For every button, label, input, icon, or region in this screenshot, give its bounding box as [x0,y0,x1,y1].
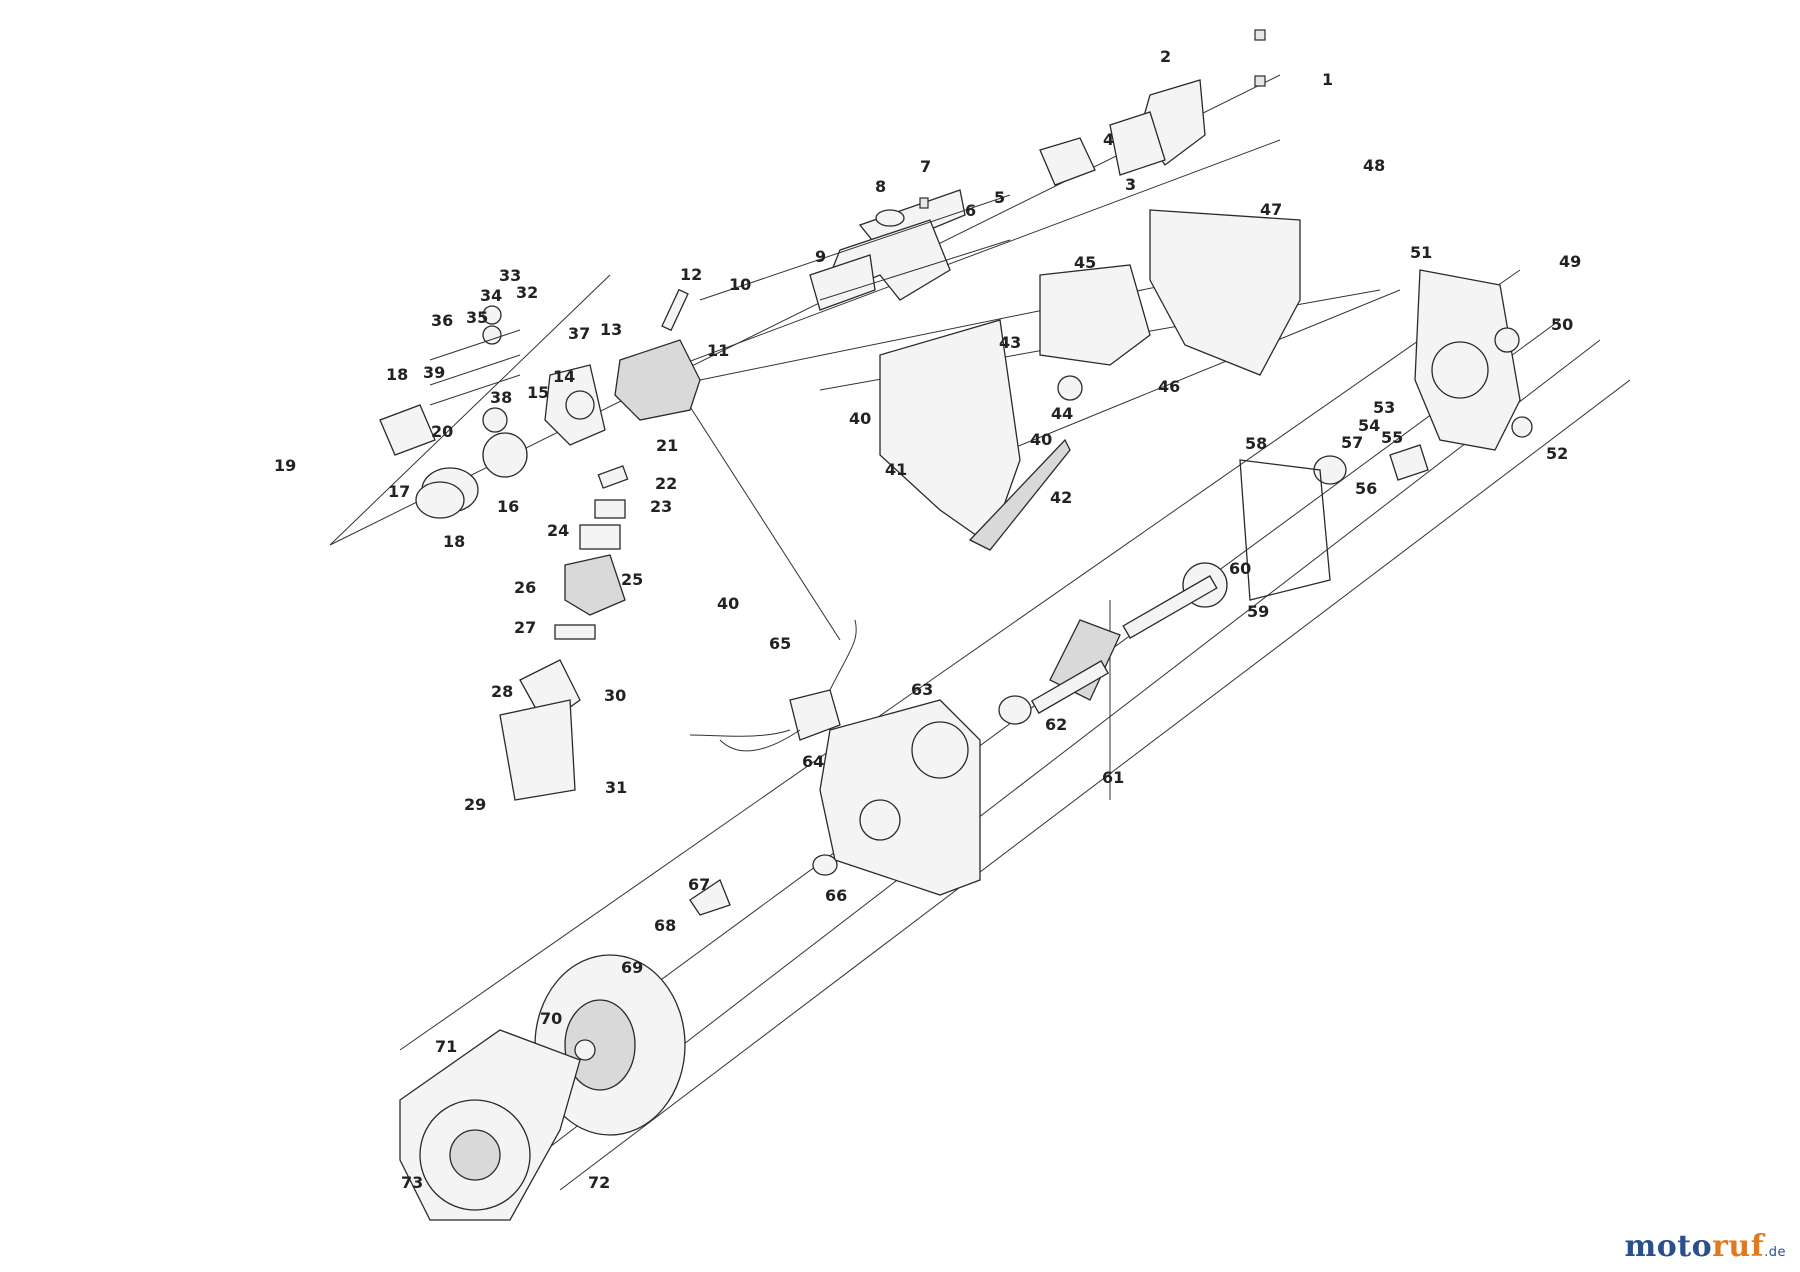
callout-40-b: 40 [1030,430,1052,449]
callout-31: 31 [605,778,627,797]
callout-61: 61 [1102,768,1124,787]
callout-40: 40 [849,409,871,428]
callout-40-c: 40 [717,594,739,613]
callout-29: 29 [464,795,486,814]
callout-64: 64 [802,752,824,771]
callout-69: 69 [621,958,643,977]
watermark-part1: moto [1624,1229,1713,1264]
watermark-part2: ruf [1712,1229,1765,1264]
callout-60: 60 [1229,559,1251,578]
crankshaft-camshaft-assembly [998,562,1228,725]
engine-block [819,699,981,896]
callout-70: 70 [540,1009,562,1028]
callout-6: 6 [965,201,976,220]
callout-57: 57 [1341,433,1363,452]
callout-62: 62 [1045,715,1067,734]
callout-24: 24 [547,521,569,540]
callout-68: 68 [654,916,676,935]
callout-44: 44 [1051,404,1073,423]
callout-3: 3 [1125,175,1136,194]
callout-55: 55 [1381,428,1403,447]
callout-25: 25 [621,570,643,589]
callout-41: 41 [885,460,907,479]
callout-73: 73 [401,1173,423,1192]
callout-18: 18 [386,365,408,384]
callout-47: 47 [1260,200,1282,219]
site-watermark: motoruf.de [1624,1229,1786,1264]
callout-53: 53 [1373,398,1395,417]
callout-20: 20 [431,422,453,441]
callout-11: 11 [707,341,729,360]
callout-58: 58 [1245,434,1267,453]
callout-8: 8 [875,177,886,196]
callout-49: 49 [1559,252,1581,271]
callout-52: 52 [1546,444,1568,463]
callout-59: 59 [1247,602,1269,621]
callout-38: 38 [490,388,512,407]
callout-21: 21 [656,436,678,455]
crankcase-cover-assembly [1239,269,1533,601]
carburetor-airfilter-assembly [499,465,629,801]
callout-2: 2 [1160,47,1171,66]
callout-48: 48 [1363,156,1385,175]
callout-54: 54 [1358,416,1380,435]
callout-1: 1 [1322,70,1333,89]
callout-50: 50 [1551,315,1573,334]
callout-19: 19 [274,456,296,475]
callout-56: 56 [1355,479,1377,498]
callout-22: 22 [655,474,677,493]
callout-66: 66 [825,886,847,905]
cylinder-head-assembly [379,288,701,519]
callout-32: 32 [516,283,538,302]
callout-33: 33 [499,266,521,285]
watermark-part3: .de [1764,1245,1786,1260]
callout-26: 26 [514,578,536,597]
callout-27: 27 [514,618,536,637]
flywheel-starter-assembly [399,854,838,1221]
callout-12: 12 [680,265,702,284]
handle-frame-assembly [699,29,1266,311]
callout-51: 51 [1410,243,1432,262]
callout-18-b: 18 [443,532,465,551]
callout-43: 43 [999,333,1021,352]
callout-37: 37 [568,324,590,343]
callout-36: 36 [431,311,453,330]
callout-30: 30 [604,686,626,705]
callout-23: 23 [650,497,672,516]
callout-15: 15 [527,383,549,402]
callout-63: 63 [911,680,933,699]
callout-42: 42 [1050,488,1072,507]
callout-17: 17 [388,482,410,501]
callout-46: 46 [1158,377,1180,396]
callout-14: 14 [553,367,575,386]
callout-67: 67 [688,875,710,894]
callout-10: 10 [729,275,751,294]
callout-45: 45 [1074,253,1096,272]
callout-34: 34 [480,286,502,305]
callout-35: 35 [466,308,488,327]
callout-13: 13 [600,320,622,339]
shroud-covers-assembly [879,209,1301,551]
callout-7: 7 [920,157,931,176]
ignition-coil-assembly [689,619,857,752]
callout-9: 9 [815,247,826,266]
callout-71: 71 [435,1037,457,1056]
callout-72: 72 [588,1173,610,1192]
callout-16: 16 [497,497,519,516]
callout-labels: 1 2 3 4 5 6 7 8 9 10 11 12 13 14 15 16 1… [274,47,1581,1192]
callout-39: 39 [423,363,445,382]
callout-5: 5 [994,188,1005,207]
callout-4: 4 [1103,130,1114,149]
callout-65: 65 [769,634,791,653]
callout-28: 28 [491,682,513,701]
